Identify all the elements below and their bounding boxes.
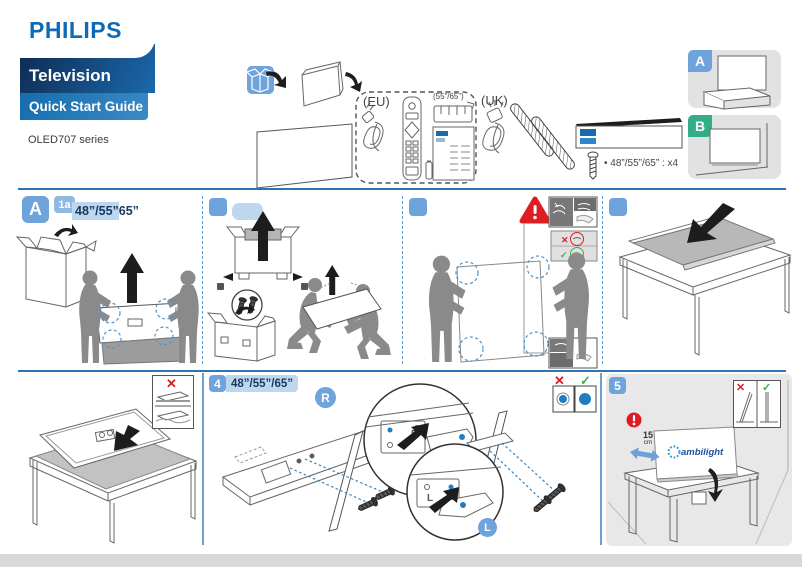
step4-size-text: 48”/55”/65” [226, 375, 299, 392]
svg-text:✓: ✓ [580, 373, 591, 388]
step2-illustration [206, 211, 391, 362]
step4-illustration: R L [221, 383, 567, 541]
step1-size-highlight: 48”/55” [72, 202, 119, 220]
vdivider-4 [202, 373, 204, 545]
vdivider-3 [602, 196, 603, 364]
step5-inset-art: ✕ ✓ [736, 381, 778, 427]
tv-panel-outline [256, 123, 353, 189]
chassis-marking-l: L [427, 493, 433, 504]
power-adapter-icon [433, 101, 475, 123]
philips-wordmark: PHILIPS [29, 16, 122, 43]
ambilight-logo-text: ambilight [681, 447, 724, 458]
screw-icon [587, 151, 599, 180]
option-b-illustration [695, 123, 769, 176]
step2-label [209, 198, 227, 216]
guide-banner: Quick Start Guide [20, 93, 148, 120]
warning-triangle-icon [519, 196, 551, 224]
divider-mid [18, 370, 786, 372]
guide-title: Quick Start Guide [29, 99, 144, 114]
eu-power-cord-icon [361, 102, 384, 152]
svg-text:✕: ✕ [561, 235, 569, 245]
step4mid-illustration [618, 203, 792, 356]
step3-illustration: ✕ ✓ [429, 196, 598, 369]
screw-count-note: • 48”/55”/65” : x4 [604, 158, 679, 169]
ambilight-rays-icon [667, 445, 681, 459]
distance-value: 15 [642, 430, 653, 440]
step1-illustration [15, 224, 199, 365]
option-a-illustration [702, 55, 771, 110]
step4-size-label: 48”/55”/65” [231, 377, 294, 390]
svg-text:✕: ✕ [554, 373, 565, 388]
stand-box-icon [575, 118, 683, 149]
step1-label-1a: 1a [54, 196, 75, 213]
unboxing-illustration [245, 61, 683, 189]
bottomleft-illustration [28, 408, 198, 544]
distance-unit: cm [643, 439, 653, 446]
svg-text:✕: ✕ [736, 382, 745, 394]
option-b-label: B [688, 115, 712, 137]
step3-label [409, 198, 427, 216]
uk-power-cord-icon [482, 100, 505, 154]
step4-label: 4 [209, 375, 226, 392]
option-a-label: A [688, 50, 712, 72]
page-bottom-strip [0, 554, 802, 567]
product-title: Television [29, 66, 111, 85]
step1-size-rest: 65” [118, 204, 139, 218]
vdivider-5 [600, 373, 602, 545]
divider-top [18, 188, 786, 190]
foam-wedge [301, 61, 344, 107]
step1-size-text: 48”/55”65” [72, 202, 141, 220]
eu-label: (EU) [363, 94, 390, 109]
step4-r-marker: R [315, 387, 336, 408]
step2-pill [232, 203, 263, 220]
svg-text:✕: ✕ [166, 376, 177, 391]
open-box-icon [245, 66, 286, 94]
step1-label-a: A [22, 196, 49, 223]
svg-text:✓: ✓ [560, 250, 568, 260]
series-name: OLED707 series [28, 134, 109, 146]
step5-illustration [607, 380, 789, 545]
step5-label: 5 [609, 377, 626, 394]
uk-label: (UK) [481, 93, 508, 108]
step4-screw-inset-art: ✕ ✓ [552, 373, 597, 413]
manual-icon [432, 126, 475, 181]
bottomleft-inset-art: ✕ [155, 376, 191, 424]
product-banner: Television [20, 44, 155, 93]
inset-no-touch [548, 196, 598, 228]
step4-l-marker: L [478, 518, 497, 537]
step4mid-label [609, 198, 627, 216]
accessories-box [355, 91, 477, 184]
remote-control-icon [402, 96, 422, 181]
philips-logo-box: PHILIPS [20, 2, 155, 58]
stand-legs-icon [510, 103, 575, 170]
size-55-65-label: (55”/65”) [433, 92, 464, 101]
vdivider-1 [202, 196, 203, 364]
step5-distance: 15 cm [638, 431, 658, 447]
svg-text:✓: ✓ [762, 382, 771, 394]
vdivider-2 [402, 196, 403, 364]
